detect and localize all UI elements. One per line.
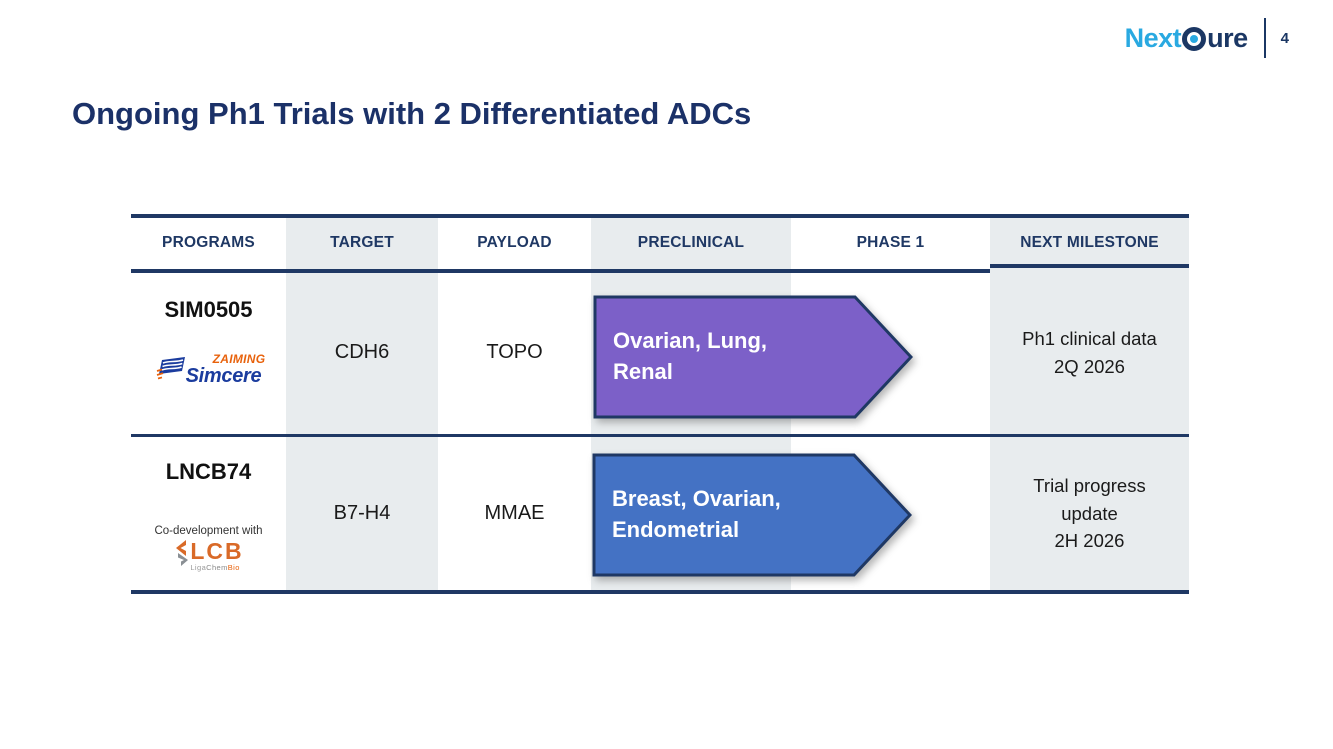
indications-line1: Ovarian, Lung, [613,328,768,354]
table-row-2-payload-cell: MMAE [438,437,591,590]
payload-value: MMAE [484,502,545,524]
column-header-preclinical: PRECLINICAL [637,234,745,251]
page-number: 4 [1280,29,1289,47]
indications-line2: Endometrial [612,517,740,542]
milestone-line: Trial progress [1033,474,1146,496]
table-bottom-rule [131,590,1189,594]
lcb-sub-bio: Bio [227,563,240,572]
column-header-phase1: PHASE 1 [856,234,925,251]
lcb-name-label: LCB [190,538,244,564]
table-row-2-milestone-cell: Trial progress update 2H 2026 [990,437,1189,590]
stage-arrow-shape [592,453,912,577]
logo-text-next: Next [1124,22,1182,53]
logo-divider [1263,18,1266,58]
simcere-name-label: Simcere [185,365,262,387]
column-stripe-milestone [990,218,1189,590]
nextcure-logo: Next ure 4 [1125,18,1289,58]
simcere-zaiming-label: ZAIMING [212,352,266,366]
header-underline-milestone [990,264,1189,268]
logo-text-ure: ure [1207,22,1248,53]
column-header-next-milestone: NEXT MILESTONE [1020,234,1159,251]
row-separator-rule [131,434,1189,437]
table-row-1-program-cell: SIM0505 ZAIMING Simcere [131,271,286,434]
slide-title: Ongoing Ph1 Trials with 2 Differentiated… [72,96,752,131]
codevelopment-label: Co-development with [154,525,263,537]
target-value: B7-H4 [333,502,391,524]
simcere-flag-icon [156,357,186,386]
column-header-programs: PROGRAMS [162,234,255,251]
lcb-sub-liga: Liga [190,563,207,572]
simcere-logo-text: ZAIMING Simcere [185,353,265,387]
lcb-logo-text: LCB LigaChemBio [190,540,243,572]
milestone-line: 2Q 2026 [1054,355,1125,377]
program-name: LNCB74 [165,459,252,484]
ligachembio-logo: LCB LigaChemBio [173,540,243,572]
stage-arrow-shape [593,295,913,419]
simcere-logo: ZAIMING Simcere [156,353,265,387]
column-header-target: TARGET [330,234,394,251]
table-row-1-milestone-cell: Ph1 clinical data 2Q 2026 [990,271,1189,434]
indications-line1: Breast, Ovarian, [612,486,781,512]
header-underline [131,269,990,273]
table-top-rule [131,214,1189,218]
stage-arrow-lncb74: Breast, Ovarian, Endometrial [592,453,912,577]
milestone-line: update [1061,502,1118,524]
indications-line2: Renal [613,359,673,384]
program-name: SIM0505 [164,297,253,322]
indications-text: Ovarian, Lung, Renal [613,326,767,388]
nextcure-c-icon [1182,27,1207,51]
stage-arrow-sim0505: Ovarian, Lung, Renal [593,295,913,419]
table-row-1-target-cell: CDH6 [286,271,438,434]
table-row-1-payload-cell: TOPO [438,271,591,434]
milestone-line: 2H 2026 [1054,530,1125,552]
table-row-2-target-cell: B7-H4 [286,437,438,590]
column-stripe-target [286,218,438,590]
lcb-subtitle: LigaChemBio [190,564,239,572]
target-value: CDH6 [334,341,390,363]
payload-value: TOPO [486,341,543,363]
table-row-2-program-cell: LNCB74 Co-development with LCB LigaChemB… [131,437,286,590]
pipeline-table: PROGRAMS TARGET PAYLOAD PRECLINICAL PHAS… [131,214,1189,594]
column-header-payload: PAYLOAD [477,234,552,251]
indications-text: Breast, Ovarian, Endometrial [612,484,781,546]
lcb-chevron-icon [173,540,190,571]
milestone-line: Ph1 clinical data [1022,327,1157,349]
lcb-sub-chem: Chem [206,563,228,572]
